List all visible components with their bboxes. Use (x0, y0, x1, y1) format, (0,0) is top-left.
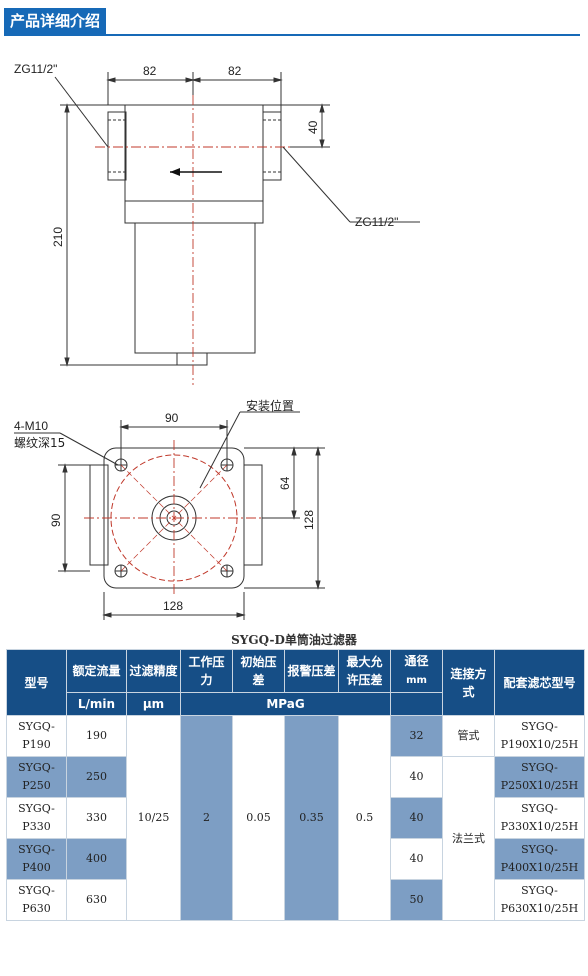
col-max-dp: 最大允许压差 (338, 649, 391, 693)
table-row: SYGQ-P400 400 40 SYGQ-P400X10/25H (6, 838, 585, 880)
port-thread-label-left: ZG11/2" (14, 62, 57, 76)
cell-diameter: 40 (390, 797, 443, 839)
cell-work-pressure: 2 (180, 715, 233, 921)
section-title: 产品详细介绍 (4, 8, 107, 34)
table-row: SYGQ-P190 190 10/25 2 0.05 0.35 0.5 32 管… (6, 715, 585, 921)
inlet-port (107, 111, 127, 181)
col-precision-unit: μm (126, 692, 181, 716)
cell-flow: 250 (66, 756, 127, 798)
cell-initial-dp: 0.05 (232, 715, 285, 921)
cell-connection: 法兰式 (442, 756, 495, 921)
cell-diameter: 50 (390, 879, 443, 921)
col-pressure-unit: MPaG (180, 692, 391, 716)
cell-model: SYGQ-P250 (6, 756, 67, 798)
cell-diameter: 40 (390, 838, 443, 880)
col-element: 配套滤芯型号 (494, 649, 585, 716)
bolt-holes (114, 458, 234, 578)
thread-depth-label: 螺纹深15 (14, 436, 65, 450)
dim-left-82: 82 (143, 64, 157, 78)
col-flow: 额定流量 (66, 649, 127, 693)
bolt-thread-label: 4-M10 (14, 419, 48, 433)
drain-plug (176, 352, 208, 366)
cell-diameter: 40 (390, 756, 443, 798)
col-model: 型号 (6, 649, 67, 716)
dim-40: 40 (306, 120, 320, 134)
col-diameter-unit-spacer (390, 692, 443, 716)
filter-bowl (134, 222, 256, 354)
col-initial-dp: 初始压差 (232, 649, 285, 693)
cell-flow: 330 (66, 797, 127, 839)
table-row: SYGQ-P250 250 40 法兰式 SYGQ-P250X10/25H (6, 756, 585, 921)
dim-right-82: 82 (228, 64, 242, 78)
filter-head (124, 104, 264, 202)
cell-model: SYGQ-P330 (6, 797, 67, 839)
dim-bolt-spacing-top: 90 (165, 411, 179, 425)
cell-flow: 190 (66, 715, 127, 757)
plan-outlet-port (243, 464, 263, 566)
cell-element: SYGQ-P190X10/25H (494, 715, 585, 757)
col-alarm-dp: 报警压差 (284, 649, 339, 693)
col-connection: 连接方式 (442, 649, 495, 716)
side-elevation: 82 82 40 210 ZG11/2" ZG11/2" (14, 62, 420, 385)
dim-64: 64 (278, 476, 292, 490)
table-row: SYGQ-P330 330 40 SYGQ-P330X10/25H (6, 797, 585, 839)
plan-view: 90 安装位置 4-M10 螺纹深15 64 128 90 (14, 398, 325, 620)
cell-model: SYGQ-P190 (6, 715, 67, 757)
install-position-label: 安装位置 (246, 398, 294, 413)
cell-flow: 630 (66, 879, 127, 921)
dim-128-width: 128 (163, 599, 183, 613)
cell-max-dp: 0.5 (338, 715, 391, 921)
dim-210: 210 (51, 227, 65, 247)
outlet-port (262, 111, 282, 181)
cell-connection: 管式 (442, 715, 495, 757)
filter-collar (124, 200, 264, 224)
section-header: 产品详细介绍 (0, 0, 588, 40)
col-work-pressure: 工作压力 (180, 649, 233, 693)
table-title: SYGQ-D单筒油过滤器 (231, 633, 357, 647)
cell-alarm-dp: 0.35 (284, 715, 339, 921)
col-flow-unit: L/min (66, 692, 127, 716)
cell-element: SYGQ-P330X10/25H (494, 797, 585, 839)
header-divider (4, 34, 580, 36)
cell-precision: 10/25 (126, 715, 181, 921)
cell-diameter: 32 (390, 715, 443, 757)
table-row: SYGQ-P630 630 50 SYGQ-P630X10/25H (6, 879, 585, 921)
technical-drawing: 82 82 40 210 ZG11/2" ZG11/2" (14, 62, 420, 620)
header-row-2: L/min μm MPaG (7, 692, 585, 716)
dim-128-height: 128 (302, 510, 316, 530)
cell-flow: 400 (66, 838, 127, 880)
cell-element: SYGQ-P250X10/25H (494, 756, 585, 798)
col-precision: 过滤精度 (126, 649, 181, 693)
dim-port-spacing-left: 90 (49, 513, 63, 527)
cell-model: SYGQ-P400 (6, 838, 67, 880)
cell-element: SYGQ-P400X10/25H (494, 838, 585, 880)
plan-inlet-port (89, 464, 109, 566)
cell-element: SYGQ-P630X10/25H (494, 879, 585, 921)
cell-model: SYGQ-P630 (6, 879, 67, 921)
